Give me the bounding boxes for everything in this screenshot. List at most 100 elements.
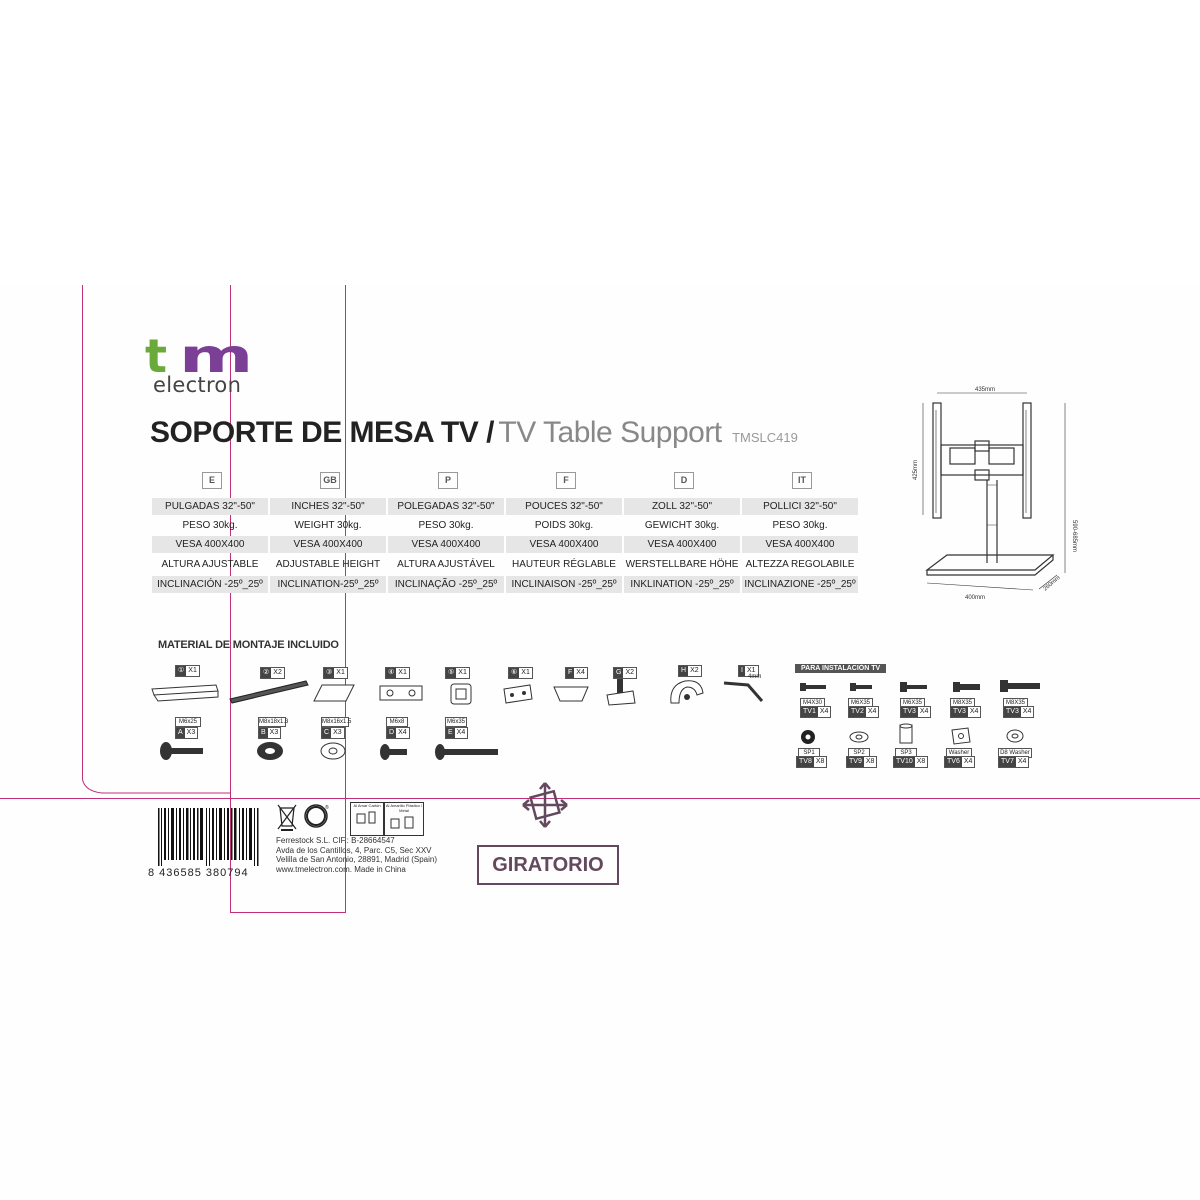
screw-icon [953,682,980,692]
part-key: ⑤ [446,668,457,678]
spacer-key: TV7 [999,757,1016,767]
screw-icon [900,682,927,692]
spacer-qty: X8 [815,758,825,765]
part-knob [606,679,636,706]
allen-key-icon [723,681,764,702]
packaging-panel: t m electron SOPORTE DE MESA TV / TV Tab… [0,285,1200,1200]
spec-cell: INCLINAÇÃO -25º_25º [388,576,504,593]
spec-cell: INCHES 32"-50" [270,498,386,515]
dim-left: 425mm [913,460,919,480]
guide-line [345,285,346,912]
part-key: ② [261,668,272,678]
recycle-text: Al Amarillo Plástico / Metal [385,803,423,813]
spec-cell: VESA 400X400 [270,536,386,553]
spec-cell: VESA 400X400 [388,536,504,553]
green-dot-icon: ® [304,804,329,828]
title-main: SOPORTE DE MESA TV / [150,416,494,449]
logo-t: t [145,329,167,383]
spec-cell: ALTEZZA REGOLABILE [745,559,855,570]
spec-cell: ALTURA AJUSTÁVEL [397,559,495,570]
spacer-qty: X4 [963,758,973,765]
tv-screw-key: TV1 [801,707,818,717]
spec-cell: ZOLL 32"-50" [624,498,740,515]
screw-size: M6x25 [175,717,201,727]
part-qty: X2 [273,669,282,676]
part-bar-2 [229,680,309,704]
wee-bin-icon [277,804,297,831]
washer-icon [320,742,346,760]
part-mount [450,683,472,705]
part-hook [670,680,704,704]
spec-cell: INCLINAISON -25º_25º [506,576,622,593]
part-key: ③ [324,668,335,678]
tv-screw-qty: X4 [819,708,829,715]
dim-right: 590-685mm [1071,520,1077,552]
part-key: G [614,668,624,678]
spec-cell: PULGADAS 32"-50" [152,498,268,515]
spec-cell: POIDS 30kg. [534,520,594,531]
guide-line [82,285,83,780]
title-sub: TV Table Support [498,416,722,449]
spec-cell: INCLINACIÓN -25º_25º [152,576,268,593]
screw-size: M8x18x1.3 [258,717,289,727]
spec-cell: PESO 30kg. [418,520,474,531]
part-qty: X1 [336,669,345,676]
screw-key: B [259,728,268,738]
screw-qty: X3 [333,729,342,736]
rotate-icon [522,782,568,828]
recycle-bin-icon [390,816,414,829]
spec-cell: INKLINATION -25º_25º [624,576,740,593]
screw-qty: X3 [186,729,196,736]
screw-key: A [176,728,185,738]
part-key: ⑥ [509,668,520,678]
lang-code: GB [320,472,340,489]
spec-cell: ALTURA AJUSTABLE [161,559,259,570]
tv-screw-key: TV3 [1004,707,1021,717]
guide-curve [82,775,230,794]
tv-screw-qty: X4 [969,708,979,715]
tv-stand-diagram: 435mm 425mm 590-685mm 400mm 260mm [913,387,1077,601]
spacer-qty: X8 [865,758,875,765]
svg-text:®: ® [325,804,329,811]
part-qty: X4 [576,669,585,676]
spec-cell: PESO 30kg. [182,520,238,531]
screw-qty: X4 [398,729,407,736]
screw-qty: X3 [269,729,279,736]
spec-cell: PESO 30kg. [772,520,828,531]
screw-icon [1000,680,1040,692]
part-qty: X1 [746,667,756,674]
spec-cell: POLLICI 32"-50" [742,498,858,515]
company-line: Velilla de San Antonio, 28891, Madrid (S… [276,855,437,864]
recycle-text: Al Amar Cartón [353,803,381,808]
rotating-badge: GIRATORIO [477,845,619,885]
tv-screw-qty: X4 [919,708,929,715]
guide-line [0,798,1200,799]
product-title: SOPORTE DE MESA TV / TV Table Support TM… [150,416,798,450]
screw-size: M8x16x1.5 [321,717,352,727]
part-qty: X1 [188,667,197,674]
guide-line [230,912,346,913]
part-key: I [739,666,745,676]
lang-code: D [674,472,694,489]
screw-size: M6x35 [445,717,467,727]
tv-screw-qty: X4 [867,708,877,715]
tv-screw-qty: X4 [1022,708,1032,715]
part-clamp [503,684,533,704]
screw-icon [850,683,872,691]
barcode [158,808,259,866]
screw-icon [160,742,203,760]
company-line: Avda de los Cantillos, 4, Parc. C5, Sec … [276,845,432,855]
